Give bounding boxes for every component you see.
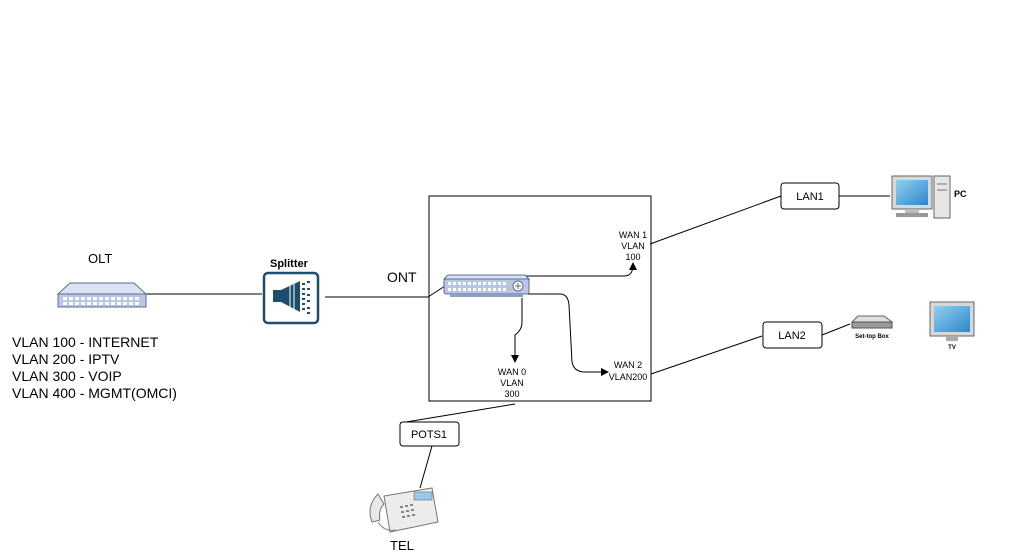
ont-label: ONT <box>387 269 417 285</box>
arrow-to-wan0 <box>511 298 523 363</box>
lan2-port-box: LAN2 <box>762 321 823 349</box>
ont-box-device-link <box>427 285 446 298</box>
pots1-tel-link <box>419 445 433 489</box>
wan2-lan2-link <box>650 335 763 375</box>
pc-icon <box>891 175 951 219</box>
svg-text:100: 100 <box>625 252 640 262</box>
wan1-label: WAN 1 VLAN 100 <box>619 230 647 262</box>
ont-enclosure <box>428 195 652 402</box>
tv-icon <box>929 301 975 341</box>
tel-label: TEL <box>390 538 414 553</box>
svg-text:WAN 2: WAN 2 <box>614 360 642 370</box>
splitter-label: Splitter <box>270 258 309 270</box>
svg-text:WAN 1: WAN 1 <box>619 230 647 240</box>
vlan-legend-item: VLAN 100 - INTERNET <box>12 334 159 350</box>
arrow-to-wan2 <box>528 293 609 376</box>
pots1-port-box: POTS1 <box>399 421 460 447</box>
svg-text:VLAN: VLAN <box>621 241 645 251</box>
svg-text:POTS1: POTS1 <box>411 429 447 441</box>
svg-text:WAN 0: WAN 0 <box>498 367 526 377</box>
vlan-legend-item: VLAN 200 - IPTV <box>12 351 120 367</box>
lan2-settop-link <box>821 323 851 336</box>
wan0-label: WAN 0 VLAN 300 <box>498 367 526 399</box>
lan1-port-box: LAN1 <box>780 182 840 210</box>
pc-label: PC <box>954 189 967 199</box>
splitter-icon <box>262 271 320 325</box>
vlan-legend-item: VLAN 300 - VOIP <box>12 368 122 384</box>
wan2-label: WAN 2 VLAN200 <box>609 360 648 382</box>
svg-text:LAN1: LAN1 <box>796 191 824 203</box>
svg-text:VLAN200: VLAN200 <box>609 372 648 382</box>
ont-device-icon <box>442 274 531 297</box>
vlan-legend: VLAN 100 - INTERNET VLAN 200 - IPTV VLAN… <box>12 334 177 402</box>
svg-text:300: 300 <box>504 389 519 399</box>
olt-label: OLT <box>88 251 112 266</box>
wan0-pots1-link <box>399 403 516 424</box>
connections <box>145 195 890 489</box>
svg-text:VLAN: VLAN <box>500 378 524 388</box>
set-top-box-label: Set-top Box <box>855 334 889 340</box>
set-top-box-icon <box>850 315 894 329</box>
tv-label: TV <box>948 345 956 351</box>
telephone-icon <box>369 487 439 533</box>
wan1-lan1-link <box>649 195 782 245</box>
svg-text:LAN2: LAN2 <box>778 330 806 342</box>
vlan-legend-item: VLAN 400 - MGMT(OMCI) <box>12 385 177 401</box>
olt-device-icon <box>56 282 148 308</box>
